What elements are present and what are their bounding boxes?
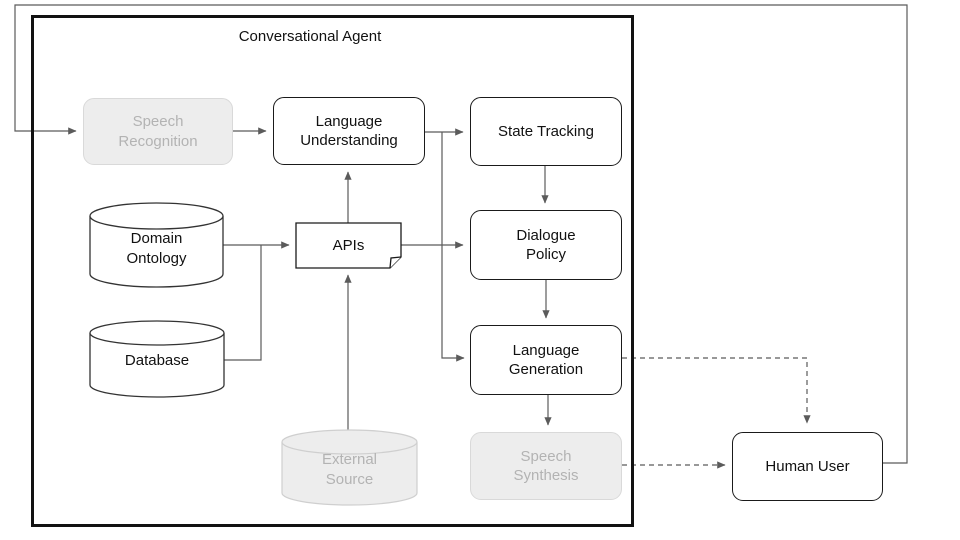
edge-human-user-to-speech-recognition <box>14 4 908 464</box>
node-domain-ontology-shape <box>89 202 224 288</box>
node-state-tracking: State Tracking <box>470 97 622 166</box>
node-domain-ontology-label: Domain Ontology <box>126 230 187 267</box>
node-speech-recognition: Speech Recognition <box>83 98 233 165</box>
node-external-source-shape <box>281 429 418 506</box>
node-database-shape <box>89 320 225 398</box>
node-language-understanding: Language Understanding <box>273 97 425 165</box>
node-human-user: Human User <box>732 432 883 501</box>
conversational-agent-boundary <box>31 15 634 527</box>
node-speech-synthesis: Speech Synthesis <box>470 432 622 500</box>
diagram-title: Conversational Agent <box>238 28 382 45</box>
edge-language-understanding-to-language-generation <box>441 132 465 362</box>
node-apis-label: APIs <box>332 237 365 254</box>
node-dialogue-policy: Dialogue Policy <box>470 210 622 280</box>
node-external-source-label: External Source <box>321 451 378 488</box>
edge-database-to-junction <box>224 245 262 361</box>
node-language-generation: Language Generation <box>470 325 622 395</box>
node-database-label: Database <box>124 352 190 370</box>
edge-language-generation-to-human-user <box>622 357 811 424</box>
node-apis-shape <box>295 222 402 269</box>
